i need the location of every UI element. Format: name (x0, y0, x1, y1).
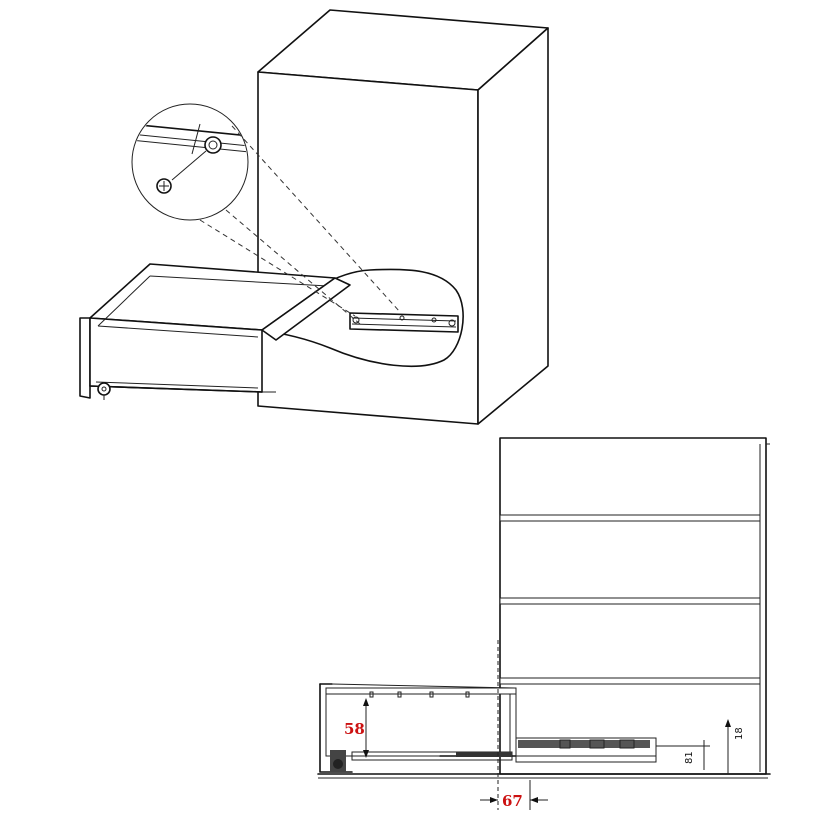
hole-icon (204, 136, 222, 154)
dimension-label-67: 67 (502, 792, 523, 810)
caster-wheel-icon (97, 382, 111, 400)
pulled-out-drawer (79, 263, 351, 399)
isometric-cabinet-view (79, 9, 549, 425)
dimension-slide-offset: 67 (480, 792, 548, 810)
slide-rail-detail (349, 312, 459, 333)
slide-mechanism (515, 737, 657, 763)
drawer-section (319, 683, 517, 773)
dimension-label-58: 58 (344, 720, 365, 738)
caster-wheel-icon (330, 750, 346, 772)
cabinet-side-face (477, 27, 549, 425)
cabinet-front-face (257, 71, 479, 425)
drawer-fronts (499, 514, 761, 685)
dimension-label-81: 81 (684, 751, 695, 764)
screw-icon (156, 178, 172, 194)
dimension-label-18: 18 (734, 727, 745, 740)
dimension-rail-height: 18 (725, 719, 745, 774)
magnified-detail (131, 103, 249, 221)
dimension-drawer-height: 58 (344, 698, 369, 758)
dimension-slide-height: 81 (656, 740, 710, 770)
side-section-view: 58 67 81 18 (317, 437, 771, 810)
